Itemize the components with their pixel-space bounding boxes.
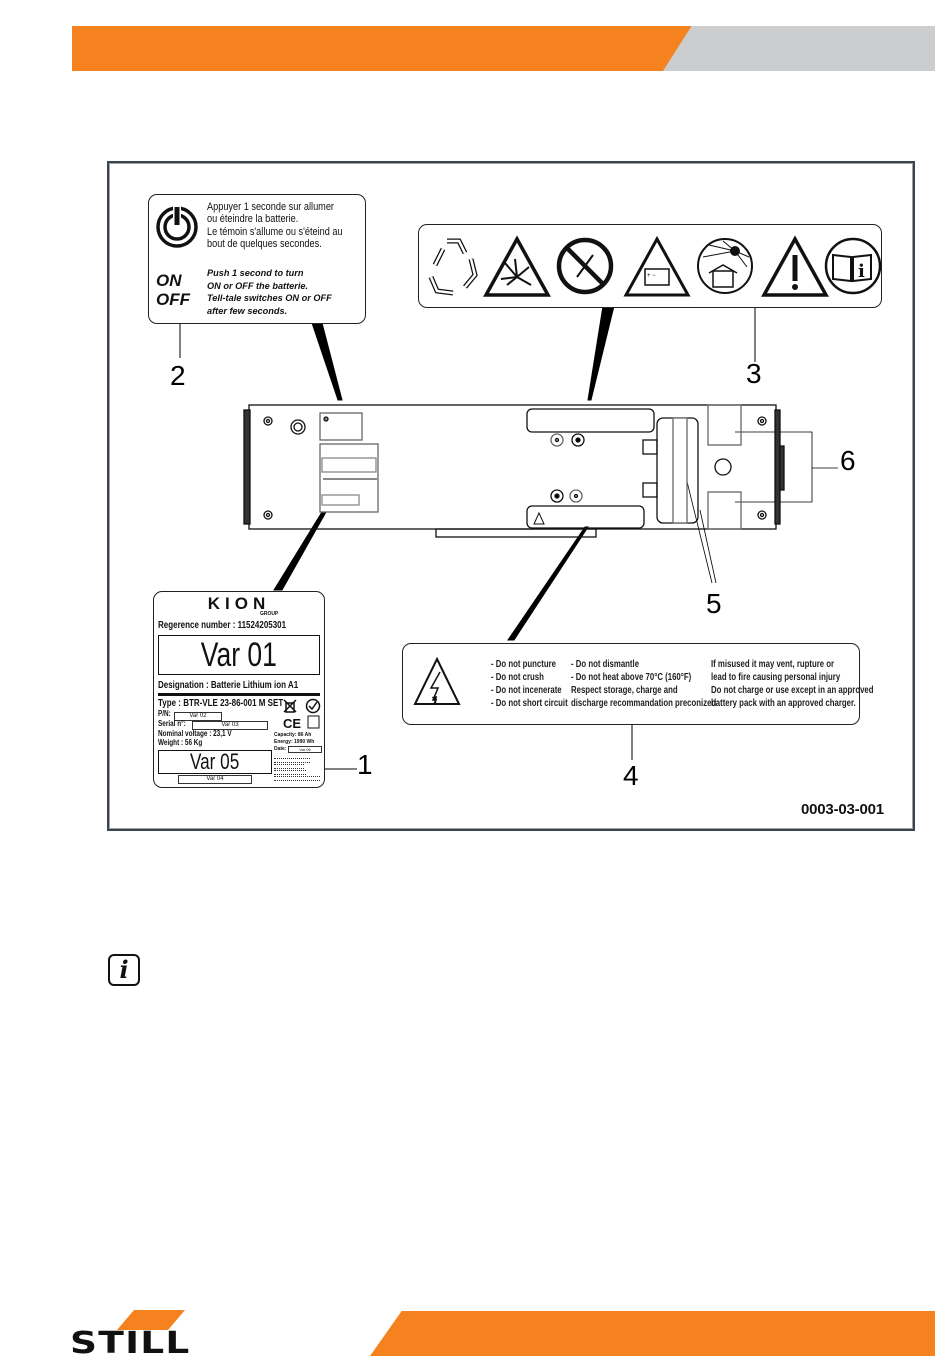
power-icon [156, 206, 198, 248]
vent-cap [714, 458, 732, 476]
leader-label-3 [587, 305, 615, 401]
var05-field: Var 05 [158, 750, 272, 774]
safety-label-spot [526, 505, 645, 529]
footer-orange-band [370, 1311, 935, 1356]
general-warning-icon [761, 235, 829, 297]
warnings-col-2: - Do not dismantle- Do not heat above 70… [571, 659, 717, 709]
info-icon: i [108, 954, 140, 986]
warning-icons-spot [526, 408, 655, 433]
sun-house-icon [697, 238, 753, 294]
label-6-spot-top [707, 404, 742, 446]
figure-drawing [179, 305, 838, 770]
weight: Weight : 56 Kg [158, 738, 203, 747]
svg-text:+ −: + − [647, 273, 656, 279]
connector-plug [642, 439, 658, 455]
power-button [290, 419, 306, 435]
id-plate-spot [319, 443, 379, 513]
callout-3: 3 [746, 358, 762, 389]
english-instructions: Push 1 second to turn ON or OFF the batt… [207, 268, 332, 316]
leader-label-1 [273, 511, 327, 591]
onoff-label-spot [319, 412, 363, 441]
nameplate-label: KION GROUP Regerence number : 1152420530… [153, 591, 325, 788]
battery-base-plate [435, 528, 597, 538]
safety-warning-label: - Do not puncture- Do not crush - Do not… [402, 643, 874, 725]
type: Type : BTR-VLE 23-86-001 M SET [158, 698, 284, 709]
battery-case [248, 404, 777, 530]
callout-2: 2 [170, 360, 186, 391]
connector-strap [672, 417, 688, 524]
recycle-icon [428, 238, 478, 296]
var04-field: Var 04 [178, 775, 252, 784]
high-voltage-warning-icon [413, 656, 461, 705]
check-mark-icon [305, 698, 321, 714]
weee-and-ce-icons: CE [283, 698, 321, 731]
warnings-col-1: - Do not puncture- Do not crush - Do not… [491, 659, 568, 709]
still-logo-mark [117, 1310, 185, 1330]
screw [757, 416, 767, 426]
leader-label-4 [507, 526, 589, 641]
callout-4: 4 [623, 760, 639, 791]
battery-warning-icon: + − [623, 235, 691, 297]
nominal-voltage: Nominal voltage : 23,1 V [158, 729, 232, 738]
label-6-spot-bottom [707, 491, 742, 530]
serial-label: Serial n°: [158, 719, 186, 728]
leader-callout-5b [699, 509, 717, 584]
leader-lines [179, 305, 838, 770]
explosion-warning-icon [483, 235, 551, 297]
leader-label-2 [311, 322, 343, 401]
svg-text:i: i [858, 261, 865, 282]
read-manual-icon: i [824, 237, 881, 295]
callout-6: 6 [840, 445, 856, 476]
screw [263, 510, 273, 520]
reference-number: Regerence number : 11524205301 [158, 620, 287, 631]
var01-field: Var 01 [158, 635, 320, 675]
pn-field: Var 02 [174, 712, 222, 721]
designation: Designation : Batterie Lithium ion A1 [158, 680, 299, 691]
header-grey-band [663, 26, 935, 71]
ce-mark: CE [283, 716, 301, 731]
date-label: Date: [274, 746, 287, 752]
connector-plug [642, 482, 658, 498]
battery-unit [243, 404, 785, 538]
no-fire-icon [556, 237, 614, 295]
screw [263, 416, 273, 426]
capacity: Capacity: 86 Ah [274, 732, 312, 738]
callout-5: 5 [706, 588, 722, 619]
header-orange-band [72, 26, 692, 71]
figure-id: 0003-03-001 [801, 801, 884, 818]
pn-label: P/N: [158, 709, 171, 718]
callout-1: 1 [357, 749, 373, 780]
french-instructions: Appuyer 1 seconde sur allumer ou éteindr… [207, 201, 343, 251]
date-field: Var 06 [288, 746, 322, 753]
pictogram-label: + − i [418, 224, 882, 308]
energy: Energy: 1990 Wh [274, 739, 315, 745]
divider [158, 693, 320, 696]
screw [757, 510, 767, 520]
still-logo-text: STILL [70, 1326, 191, 1361]
leader-callout-6 [735, 431, 813, 503]
kion-logo: KION [207, 594, 271, 613]
serial-field: Var 03 [192, 721, 268, 730]
